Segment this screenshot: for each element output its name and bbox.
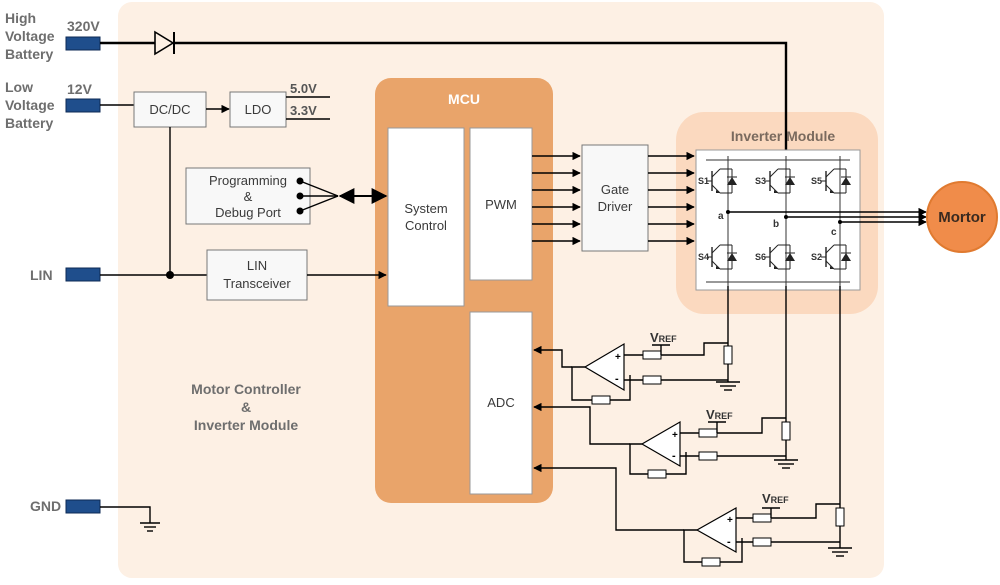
debug-port-pins: [296, 177, 388, 215]
lv-battery-label: Low Voltage Battery: [5, 79, 55, 131]
gate-driver-label-2: Driver: [598, 199, 633, 214]
adc-label: ADC: [487, 395, 514, 410]
adc-block: [469, 311, 533, 495]
pwm-signals: [532, 151, 581, 246]
debug-port-label-2: &: [244, 189, 253, 204]
system-control-label-2: Control: [405, 218, 447, 233]
opamp-c-plus: +: [727, 515, 733, 526]
pwm-block: [469, 127, 533, 281]
current-sense-c: [533, 286, 852, 567]
svg-text:Low: Low: [5, 79, 33, 95]
hv-battery-label: High Voltage Battery: [5, 10, 55, 62]
debug-port-block: [185, 167, 311, 225]
svg-text:Battery: Battery: [5, 115, 53, 131]
ldo-label: LDO: [245, 102, 272, 117]
panel-caption: Motor Controller & Inverter Module: [191, 381, 301, 433]
lin-label: LIN: [30, 267, 53, 283]
ldo-block: [229, 91, 287, 128]
inverter-module-label: Inverter Module: [731, 128, 835, 144]
opamp-a-minus: -: [615, 373, 619, 385]
hv-line: [100, 30, 788, 166]
svg-text:Battery: Battery: [5, 46, 53, 62]
diode-icon: [154, 30, 175, 56]
debug-port-label-1: Programming: [209, 173, 287, 188]
switch-label-s5: S5: [811, 176, 822, 186]
gate-signals: [648, 151, 695, 246]
opamp-b-plus: +: [672, 430, 678, 441]
svg-text:Voltage: Voltage: [5, 97, 55, 113]
vref-a: VREF: [650, 330, 677, 345]
switch-label-s1: S1: [698, 176, 709, 186]
switch-label-s3: S3: [755, 176, 766, 186]
motor-label: Mortor: [938, 209, 986, 226]
current-sense-b: [533, 286, 798, 479]
gnd-connector: [65, 499, 101, 514]
phase-outputs: [726, 207, 927, 227]
mcu-label: MCU: [448, 91, 480, 107]
svg-text:High: High: [5, 10, 36, 26]
svg-text:Motor Controller: Motor Controller: [191, 381, 301, 397]
hv-voltage: 320V: [67, 18, 100, 34]
svg-text:Voltage: Voltage: [5, 28, 55, 44]
opamp-a-plus: +: [615, 352, 621, 363]
switch-label-s4: S4: [698, 252, 709, 262]
phase-label-c: c: [831, 227, 837, 238]
lin-transceiver-label-1: LIN: [247, 258, 267, 273]
gate-driver-label-1: Gate: [601, 182, 629, 197]
inverter-bridge: [695, 149, 861, 291]
lin-transceiver-block: [206, 249, 308, 301]
svg-text:&: &: [241, 399, 251, 415]
debug-port-label-3: Debug Port: [215, 205, 281, 220]
hv-connector: [65, 36, 101, 51]
motor: [926, 181, 998, 253]
gate-driver-block: [581, 144, 649, 252]
dcdc-label: DC/DC: [149, 102, 190, 117]
svg-text:Inverter Module: Inverter Module: [194, 417, 298, 433]
pwm-label: PWM: [485, 197, 517, 212]
lv-connector: [65, 98, 101, 113]
lv-voltage: 12V: [67, 81, 93, 97]
lin-connector: [65, 267, 101, 282]
opamp-c-minus: -: [727, 536, 731, 548]
switch-label-s2: S2: [811, 252, 822, 262]
phase-label-b: b: [773, 219, 779, 230]
lin-transceiver-label-2: Transceiver: [223, 276, 291, 291]
phase-label-a: a: [718, 211, 724, 222]
current-sense-a: [533, 286, 740, 405]
rail-5v: 5.0V: [290, 81, 317, 96]
system-control-label-1: System: [404, 201, 447, 216]
ground-symbol: [100, 506, 160, 532]
vref-b: VREF: [706, 407, 733, 422]
system-control-block: [387, 127, 465, 307]
vref-c: VREF: [762, 491, 789, 506]
rail-3v3: 3.3V: [290, 103, 317, 118]
gnd-label: GND: [30, 498, 61, 514]
switch-label-s6: S6: [755, 252, 766, 262]
opamp-b-minus: -: [672, 450, 676, 462]
